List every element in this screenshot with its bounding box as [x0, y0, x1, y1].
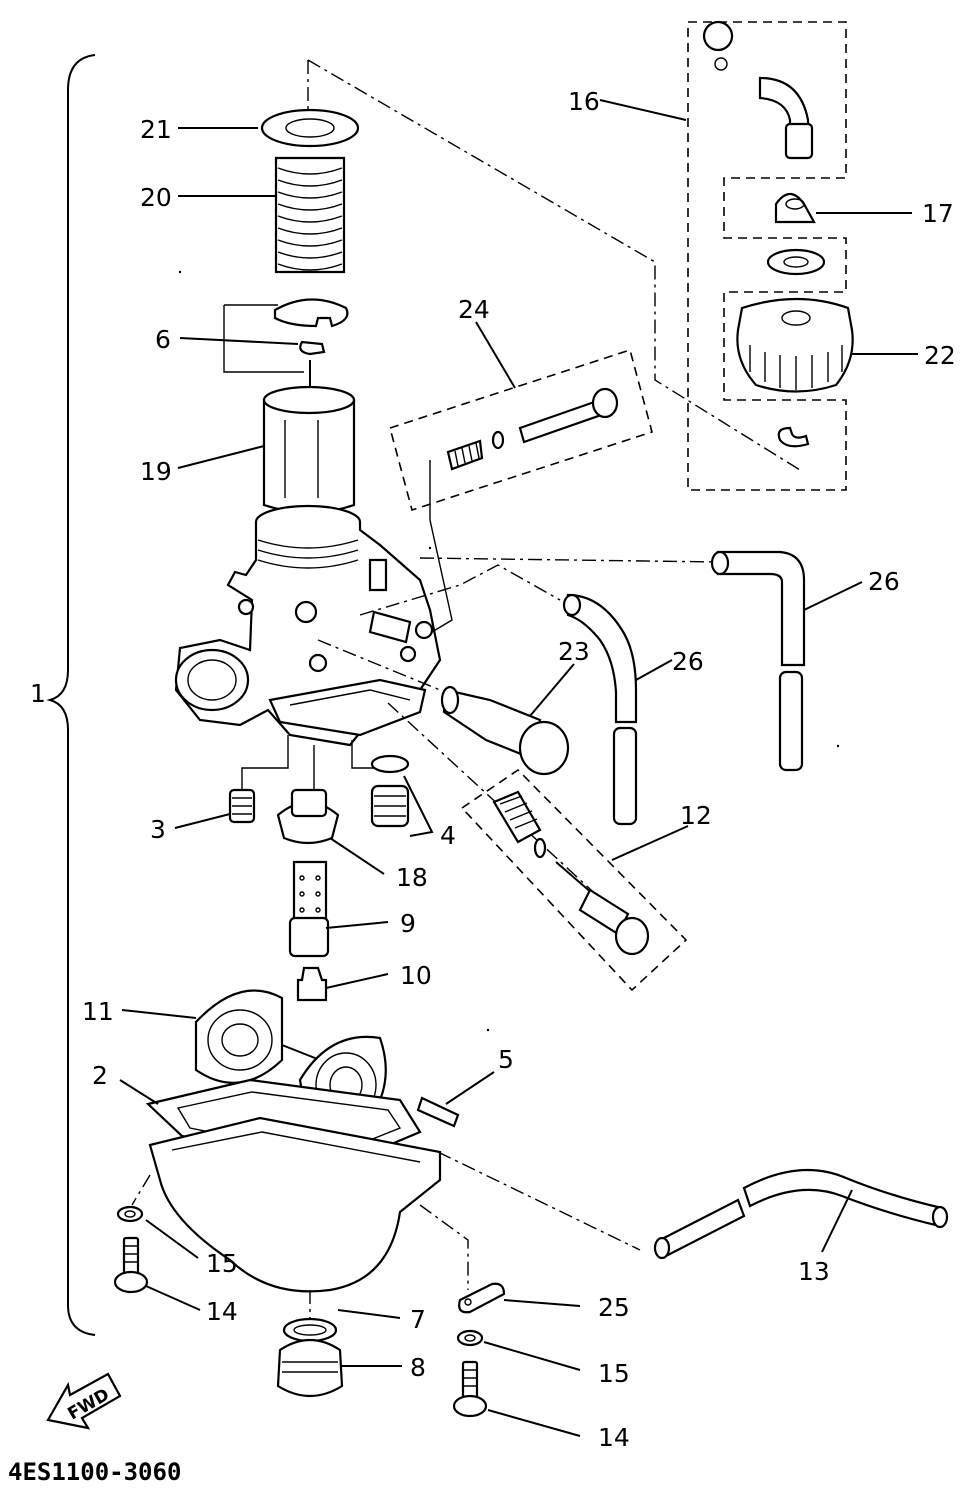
callout-14-left: 14 [206, 1297, 238, 1326]
starter-plunger [440, 685, 570, 776]
callout-3: 3 [150, 815, 166, 844]
callout-8: 8 [410, 1353, 426, 1382]
callout-18: 18 [396, 863, 428, 892]
callout-22: 22 [924, 341, 956, 370]
callout-9: 9 [400, 909, 416, 938]
callout-2: 2 [92, 1061, 108, 1090]
callout-13: 13 [798, 1257, 830, 1286]
callout-19: 19 [140, 457, 172, 486]
callout-7: 7 [410, 1305, 426, 1334]
callout-10: 10 [400, 961, 432, 990]
callout-labels: 1 2 3 4 5 6 7 8 9 10 11 12 13 14 14 15 1… [30, 87, 956, 1452]
fuel-cap-group [687, 20, 854, 491]
callout-1: 1 [30, 679, 46, 708]
callout-14-right: 14 [598, 1423, 630, 1452]
carburetor-body [174, 504, 442, 747]
callout-leaders [119, 99, 918, 1437]
callout-21: 21 [140, 115, 172, 144]
idle-screw-group [460, 768, 688, 992]
callout-20: 20 [140, 183, 172, 212]
pilot-screw-group [389, 348, 653, 633]
float-bowl [145, 1078, 460, 1293]
throttle-spring-group [223, 108, 360, 420]
assembly-brace [46, 54, 96, 1336]
callout-24: 24 [458, 295, 490, 324]
callout-5: 5 [498, 1045, 514, 1074]
forward-arrow-icon: FWD [46, 1372, 122, 1430]
callout-26-right: 26 [868, 567, 900, 596]
callout-6: 6 [155, 325, 171, 354]
throttle-valve [262, 385, 356, 514]
vent-hoses [562, 550, 806, 826]
callout-25: 25 [598, 1293, 630, 1322]
callout-15-left: 15 [206, 1249, 238, 1278]
figure-code: 4ES1100-3060 [8, 1458, 181, 1486]
callout-12: 12 [680, 801, 712, 830]
jets [228, 754, 410, 1002]
callout-15-right: 15 [598, 1359, 630, 1388]
fasteners [113, 1205, 506, 1418]
callout-4: 4 [440, 821, 456, 850]
callout-26-left: 26 [672, 647, 704, 676]
callout-16: 16 [568, 87, 600, 116]
callout-11: 11 [82, 997, 114, 1026]
callout-17: 17 [922, 199, 954, 228]
fuel-hose [653, 1168, 949, 1260]
callout-23: 23 [558, 637, 590, 666]
